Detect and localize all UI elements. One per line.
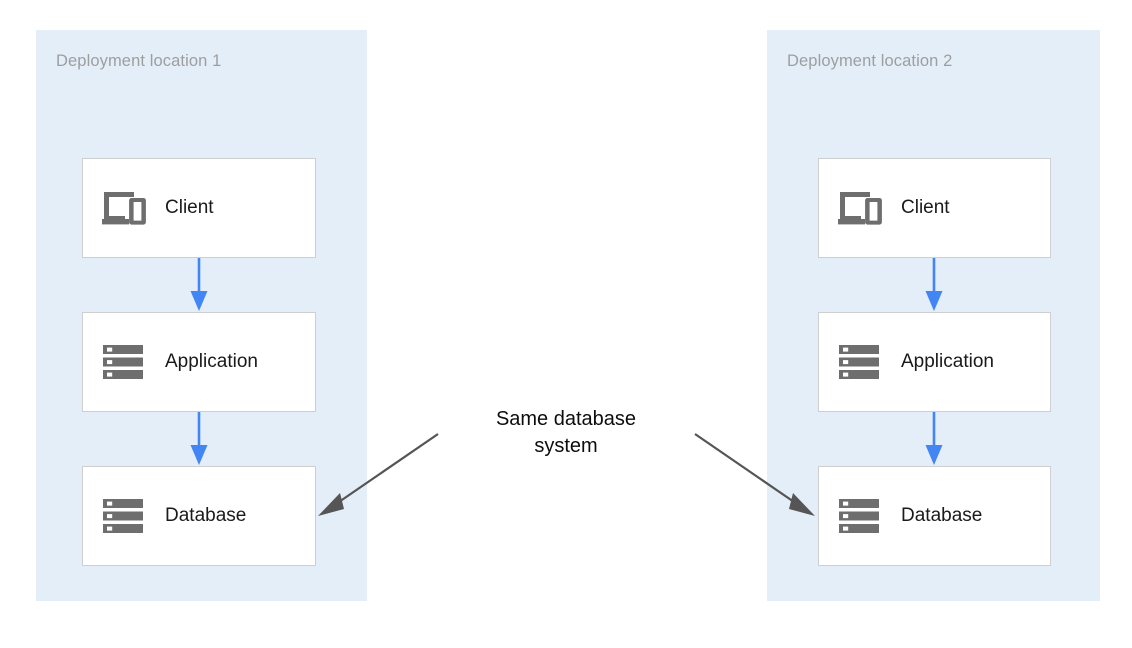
annotation-same-database-system: Same database system xyxy=(446,406,686,460)
devices-icon xyxy=(101,188,147,228)
node-database-1[interactable]: Database xyxy=(82,466,316,566)
devices-icon xyxy=(837,188,883,228)
node-database-1-label: Database xyxy=(165,505,247,526)
node-client-2[interactable]: Client xyxy=(818,158,1051,258)
node-client-1-label: Client xyxy=(165,197,214,218)
node-application-2-label: Application xyxy=(901,351,994,372)
node-application-1-label: Application xyxy=(165,351,258,372)
deployment-location-2-title: Deployment location 2 xyxy=(787,52,953,70)
server-icon xyxy=(101,342,147,382)
server-icon xyxy=(101,496,147,536)
deployment-location-1-title: Deployment location 1 xyxy=(56,52,222,70)
node-database-2[interactable]: Database xyxy=(818,466,1051,566)
server-icon xyxy=(837,342,883,382)
server-icon xyxy=(837,496,883,536)
node-application-1[interactable]: Application xyxy=(82,312,316,412)
node-client-1[interactable]: Client xyxy=(82,158,316,258)
node-application-2[interactable]: Application xyxy=(818,312,1051,412)
node-database-2-label: Database xyxy=(901,505,983,526)
annotation-line-2: system xyxy=(534,435,598,457)
node-client-2-label: Client xyxy=(901,197,950,218)
annotation-line-1: Same database xyxy=(495,408,637,430)
